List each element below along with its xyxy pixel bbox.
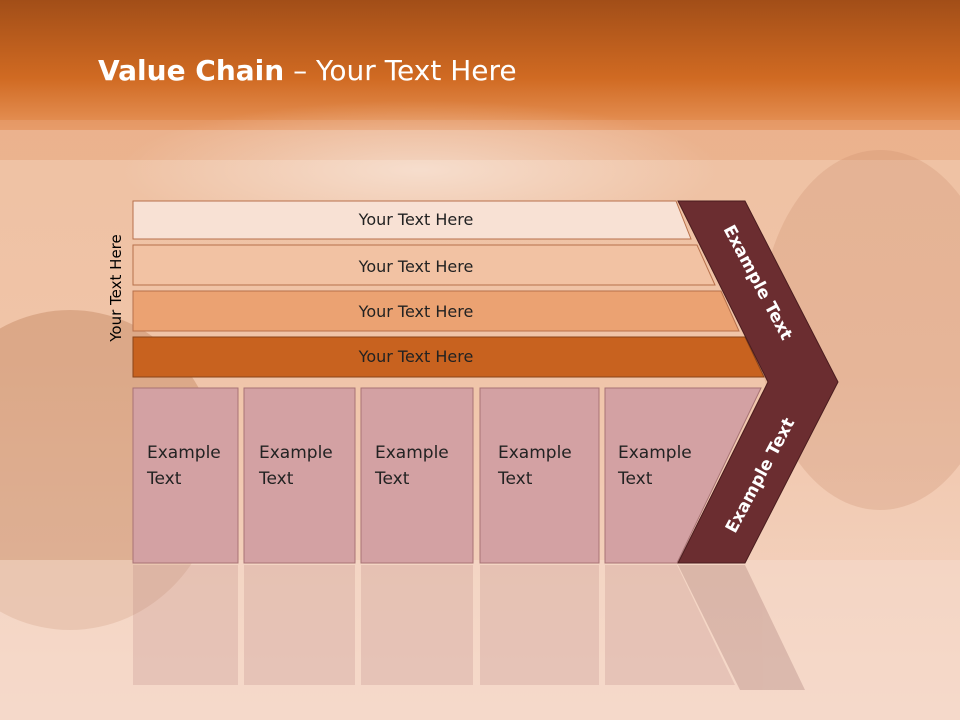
row-4-bar (132, 336, 765, 378)
vertical-label: Your Text Here (107, 234, 125, 342)
column-1: Example Text (132, 387, 239, 564)
reflection-chevron (678, 565, 805, 690)
row-1-bar (132, 200, 692, 240)
title-bold: Value Chain (98, 54, 285, 87)
reflection (133, 565, 805, 690)
column-3-line2: Text (374, 469, 410, 489)
column-4-line1: Example (498, 443, 572, 463)
row-3: Your Text Here (132, 290, 740, 332)
row-2-label: Your Text Here (358, 257, 474, 276)
reflection-col-4 (480, 565, 599, 685)
column-2-line2: Text (258, 469, 294, 489)
row-3-label: Your Text Here (358, 302, 474, 321)
row-2: Your Text Here (132, 244, 716, 286)
column-4: Example Text (479, 387, 600, 564)
column-5-box (604, 387, 762, 564)
column-1-line1: Example (147, 443, 221, 463)
column-4-line2: Text (497, 469, 533, 489)
column-5-line1: Example (618, 443, 692, 463)
column-3: Example Text (360, 387, 474, 564)
row-2-bar (132, 244, 716, 286)
column-1-line2: Text (146, 469, 182, 489)
column-4-box (479, 387, 600, 564)
column-3-box (360, 387, 474, 564)
title-rest: – Your Text Here (284, 54, 517, 87)
reflection-col-1 (133, 565, 238, 685)
row-4: Your Text Here (132, 336, 765, 378)
column-2-line1: Example (259, 443, 333, 463)
column-2-box (243, 387, 356, 564)
reflection-col-5 (605, 565, 735, 685)
row-4-label: Your Text Here (358, 347, 474, 366)
slide-title: Value Chain – Your Text Here (98, 54, 517, 87)
row-1-label: Your Text Here (358, 210, 474, 229)
column-1-box (132, 387, 239, 564)
row-3-bar (132, 290, 740, 332)
reflection-col-2 (244, 565, 355, 685)
chevron-shape (677, 200, 839, 564)
column-3-line1: Example (375, 443, 449, 463)
reflection-col-3 (361, 565, 473, 685)
column-2: Example Text (243, 387, 356, 564)
column-5: Example Text (604, 387, 762, 564)
row-1: Your Text Here (132, 200, 692, 240)
column-5-line2: Text (617, 469, 653, 489)
